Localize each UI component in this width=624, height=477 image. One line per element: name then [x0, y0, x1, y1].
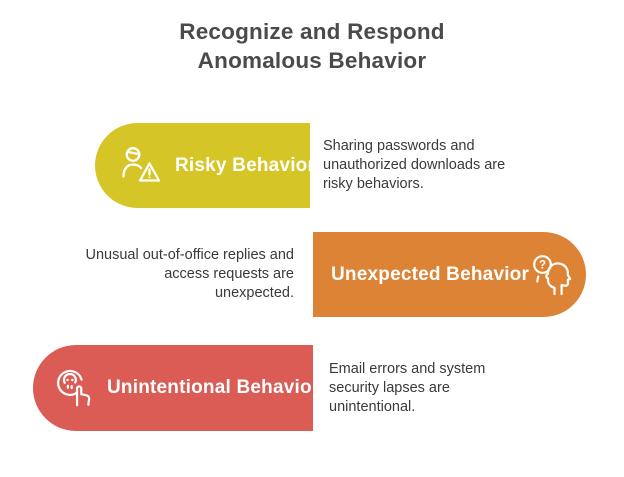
- unintentional-behavior-description-text: Email errors and system security lapses …: [329, 360, 486, 415]
- unexpected-behavior-label: Unexpected Behavior: [331, 263, 530, 285]
- page-title-line1: Recognize and Respond: [179, 19, 445, 44]
- person-warning-icon: [116, 143, 162, 189]
- unintentional-behavior-description: Email errors and system security lapses …: [329, 345, 514, 431]
- skull-button-click-icon: [52, 366, 96, 410]
- head-question-magnifier-icon: ?: [529, 252, 575, 298]
- unexpected-behavior-description-text: Unusual out-of-office replies and access…: [85, 247, 295, 301]
- page-title-line2: Anomalous Behavior: [197, 48, 427, 73]
- risky-behavior-banner: Risky Behavior: [95, 123, 315, 208]
- unexpected-behavior-description: Unusual out-of-office replies and access…: [84, 232, 295, 317]
- unintentional-behavior-banner: Unintentional Behavior: [33, 345, 319, 431]
- risky-behavior-label: Risky Behavior: [175, 154, 316, 176]
- risky-behavior-description: Sharing passwords and unauthorized downl…: [323, 123, 528, 208]
- svg-text:?: ?: [539, 259, 546, 271]
- risky-behavior-description-text: Sharing passwords and unauthorized downl…: [323, 138, 506, 192]
- page-title: Recognize and Respond Anomalous Behavior: [0, 17, 624, 75]
- unintentional-behavior-label: Unintentional Behavior: [107, 377, 320, 398]
- unexpected-behavior-banner: Unexpected Behavior ?: [313, 232, 586, 317]
